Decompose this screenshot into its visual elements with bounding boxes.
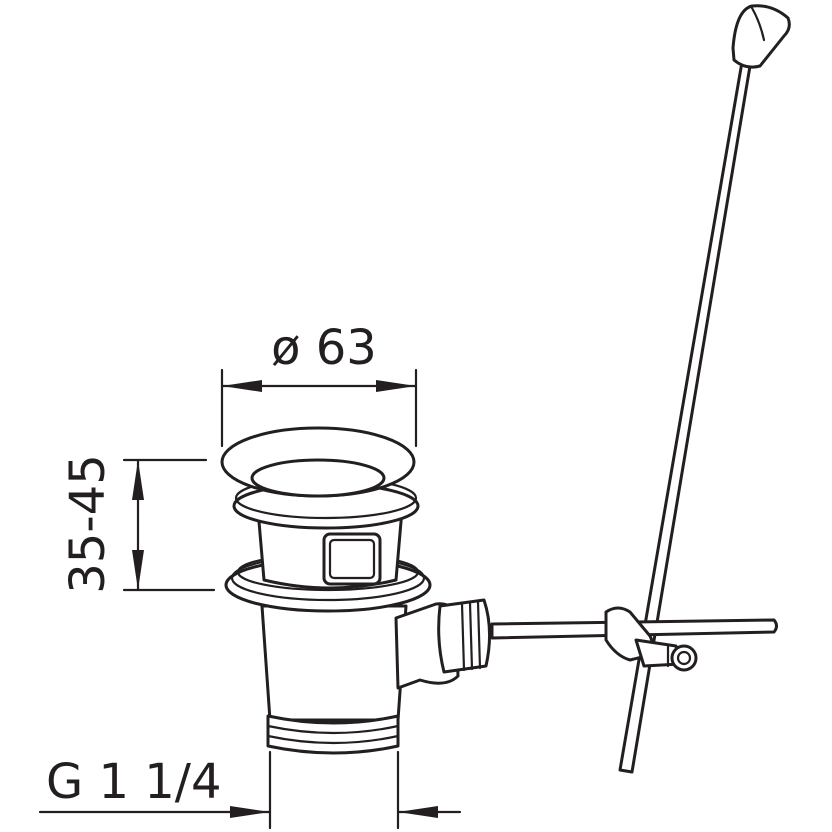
arrow-in-left — [230, 806, 270, 818]
diameter-dimension: ø 63 — [220, 320, 418, 448]
arrow-up — [132, 460, 144, 500]
arrow-in-right — [398, 806, 438, 818]
diameter-label: ø 63 — [271, 320, 377, 376]
height-label: 35-45 — [60, 454, 116, 593]
clamp-screw — [670, 644, 698, 672]
arrow-left — [222, 380, 262, 392]
thread-label: G 1 1/4 — [46, 754, 222, 810]
thread-dimension: G 1 1/4 — [38, 750, 462, 830]
thread-section — [266, 714, 400, 755]
waste-valve-body — [220, 426, 492, 755]
rod-clamp — [604, 606, 698, 672]
arrow-right — [376, 380, 416, 392]
lift-rod — [618, 4, 791, 774]
outlet-nut — [437, 598, 492, 674]
height-dimension: 35-45 — [60, 454, 216, 594]
arrow-down — [132, 550, 144, 590]
body-window — [322, 532, 382, 586]
lift-rod-knob — [731, 4, 791, 69]
